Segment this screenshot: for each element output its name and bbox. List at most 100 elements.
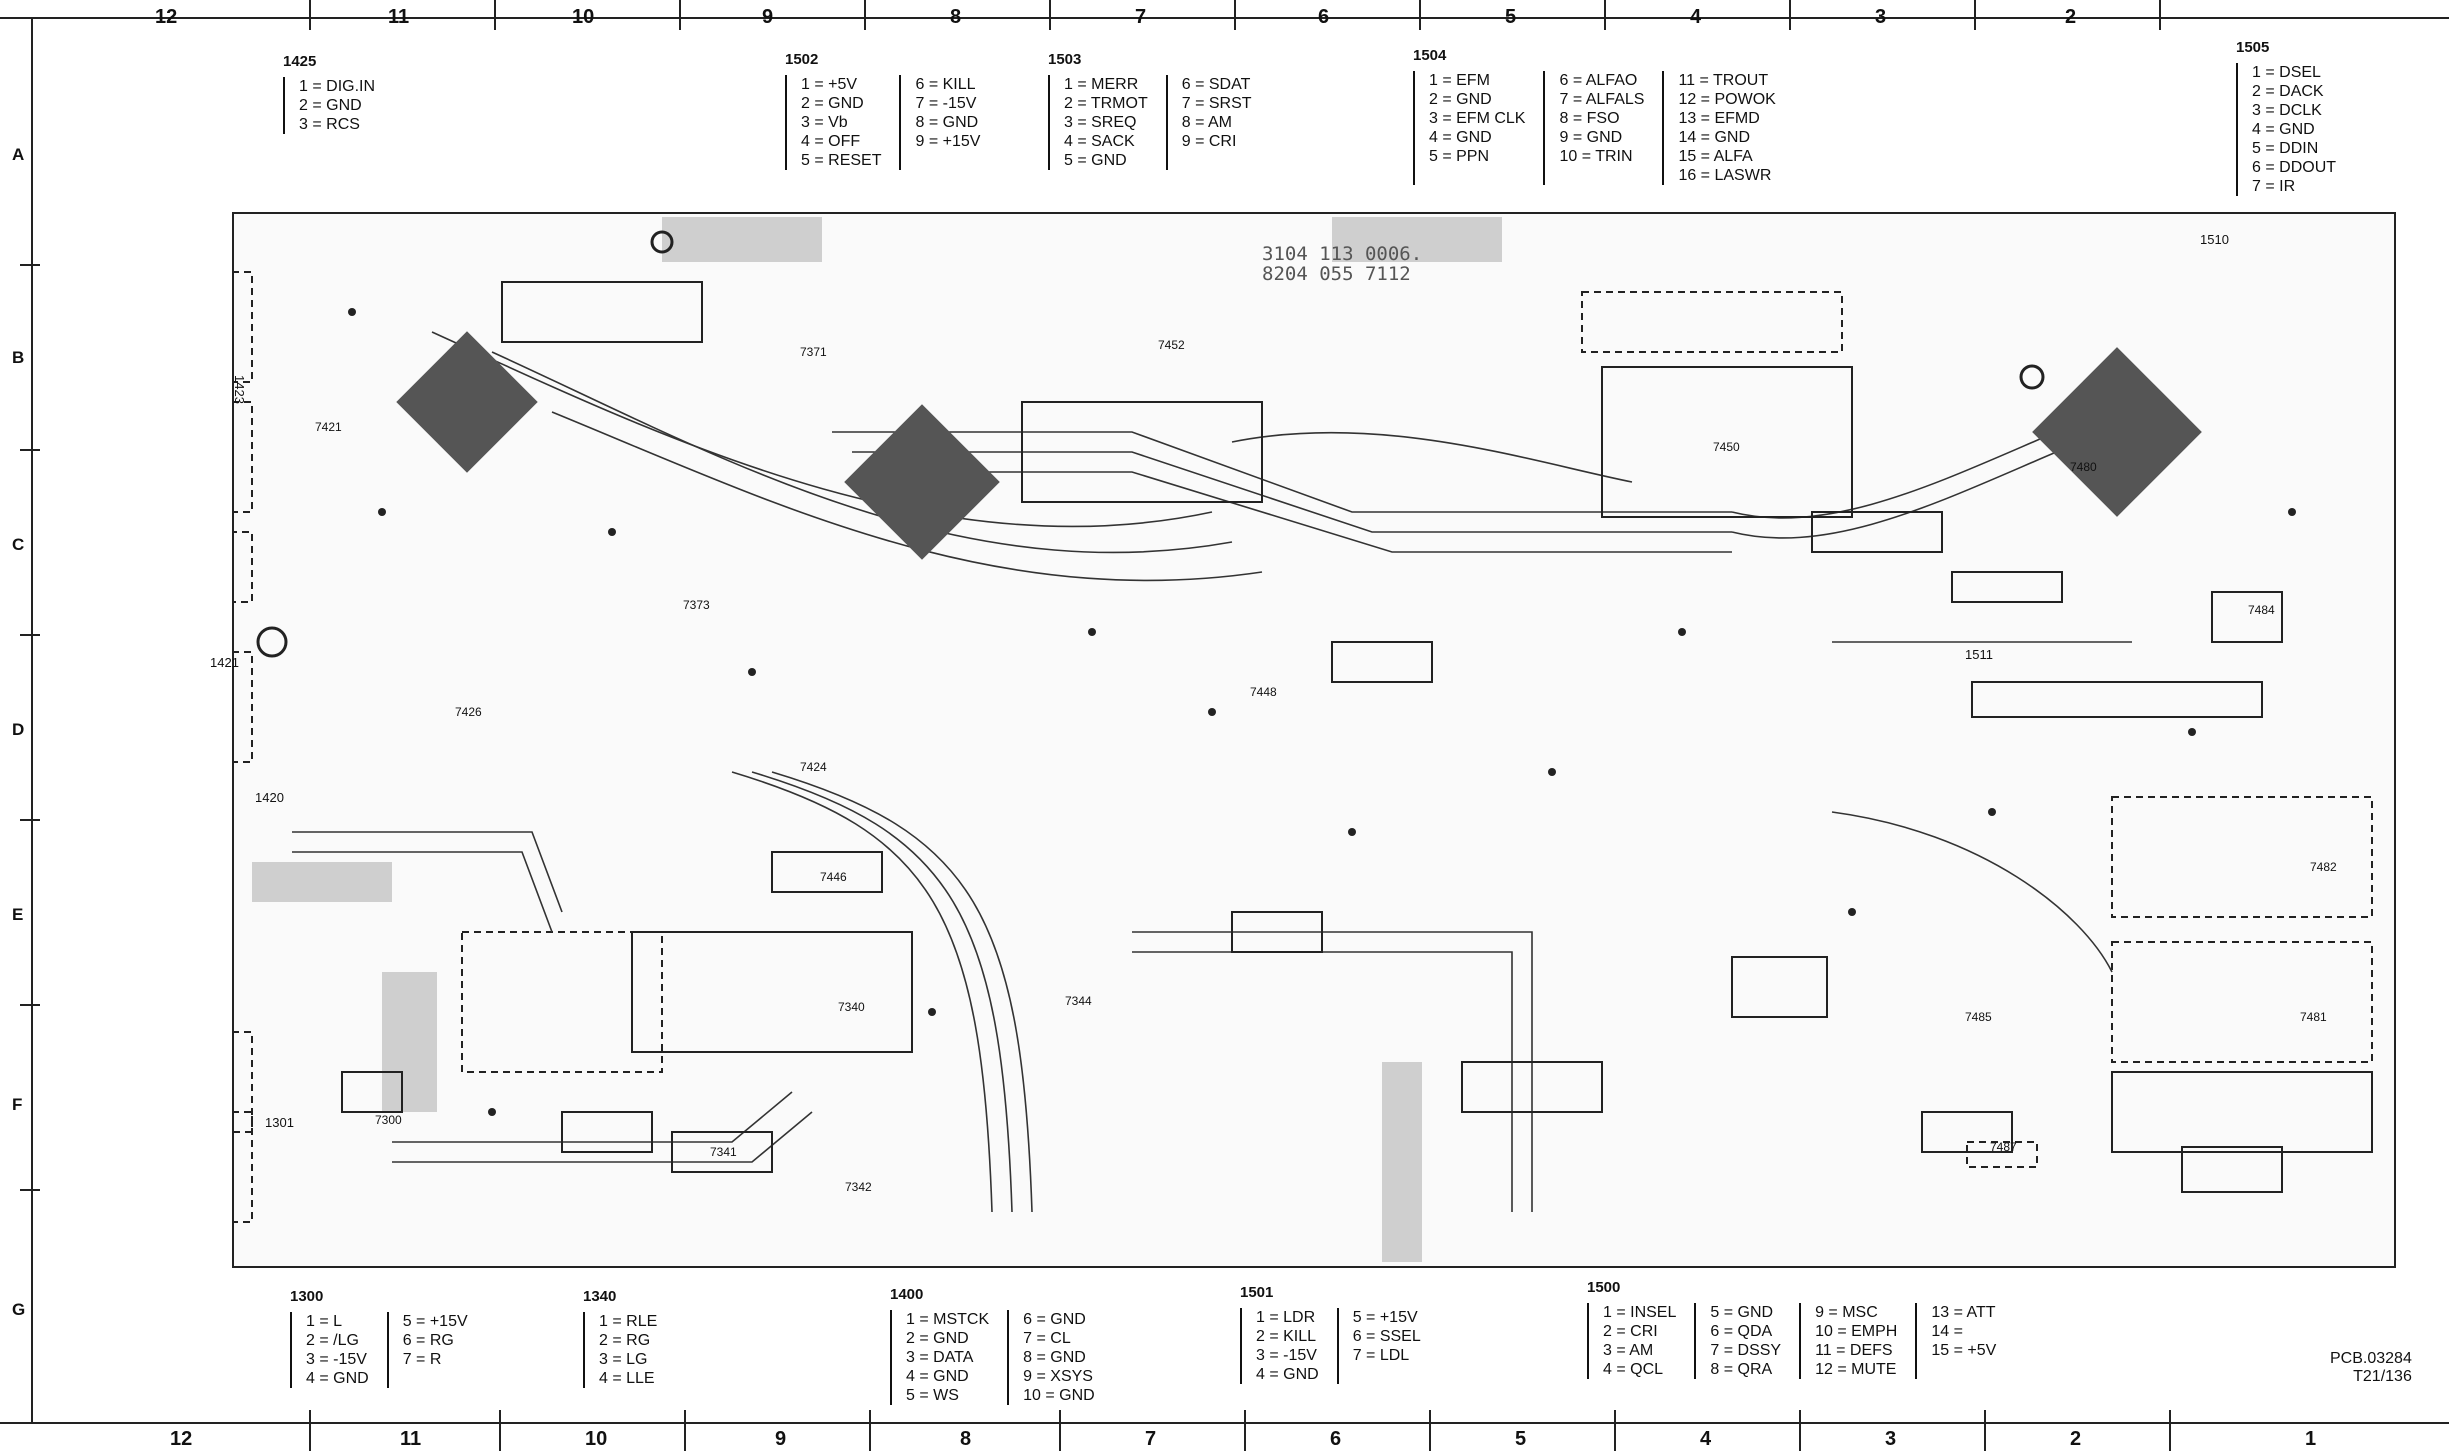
grid-number: 9 [775, 1428, 787, 1450]
connector-id: 1510 [2200, 232, 2229, 247]
pin-label: 7 = ALFALS [1559, 91, 1645, 108]
pin-label: 5 = +15V [402, 1313, 468, 1330]
pin-label: 1 = DSEL [2252, 64, 2321, 81]
grid-number: 11 [388, 6, 410, 28]
grid-number: 12 [170, 1428, 193, 1450]
pin-label: 13 = ATT [1931, 1304, 1996, 1321]
pin-label: 1 = INSEL [1603, 1304, 1677, 1321]
ic-label: 7448 [1250, 685, 1277, 699]
ic-label: 7452 [1158, 338, 1185, 352]
pin-label: 3 = LG [599, 1351, 648, 1368]
pin-label: 9 = CRI [1181, 133, 1237, 150]
grid-number: 5 [1505, 6, 1517, 28]
pin-label: 5 = RESET [801, 152, 882, 169]
connector-id: 1300 [290, 1288, 324, 1305]
pin-label: 12 = POWOK [1678, 91, 1776, 108]
connector-id: 1502 [785, 51, 819, 68]
pin-label: 14 = [1931, 1323, 1963, 1340]
pcb-ref-line2: T21/136 [2353, 1368, 2412, 1385]
pin-label: 3 = SREQ [1064, 114, 1137, 131]
pin-label: 1 = L [306, 1313, 343, 1330]
pin-label: 2 = GND [1429, 91, 1492, 108]
ic-label: 7484 [2248, 603, 2275, 617]
pcb-artwork [232, 217, 2373, 1262]
pin-label: 7 = DSSY [1710, 1342, 1782, 1359]
pin-label: 6 = SSEL [1352, 1328, 1421, 1345]
ic-label: 7373 [683, 598, 710, 612]
ic-label: 7426 [455, 705, 482, 719]
pin-label: 1 = MERR [1064, 76, 1139, 93]
ic-label: 7482 [2310, 860, 2337, 874]
ic-label: 7341 [710, 1145, 737, 1159]
grid-number: 7 [1135, 6, 1147, 28]
connector-1400-table: 1400 1 = MSTCK 2 = GND 3 = DATA 4 = GND … [890, 1285, 1095, 1405]
pin-label: 2 = GND [299, 97, 362, 114]
pin-label: 1 = LDR [1256, 1309, 1316, 1326]
pin-label: 6 = ALFAO [1559, 72, 1638, 89]
connector-id: 1400 [890, 1286, 924, 1303]
connector-1505-table: 1505 1 = DSEL 2 = DACK 3 = DCLK 4 = GND … [2236, 38, 2336, 196]
ic-label: 7424 [800, 760, 827, 774]
pin-label: 5 = +15V [1352, 1309, 1418, 1326]
grid-number: 3 [1885, 1428, 1897, 1450]
pin-label: 4 = GND [1429, 129, 1492, 146]
ic-label: 7450 [1713, 440, 1740, 454]
pin-label: 2 = CRI [1603, 1323, 1658, 1340]
pin-label: 6 = SDAT [1181, 76, 1251, 93]
pin-label: 9 = GND [1559, 129, 1623, 146]
connector-1500-table: 1500 1 = INSEL 2 = CRI 3 = AM 4 = QCL 5 … [1587, 1278, 1996, 1379]
grid-number: 2 [2065, 6, 2077, 28]
connector-1425-table: 1425 1 = DIG.IN 2 = GND 3 = RCS [283, 52, 375, 134]
connector-1501-table: 1501 1 = LDR 2 = KILL 3 = -15V 4 = GND 5… [1240, 1283, 1421, 1384]
pin-label: 4 = SACK [1064, 133, 1135, 150]
pin-label: 3 = -15V [306, 1351, 367, 1368]
grid-letter: F [12, 1095, 23, 1114]
pin-label: 2 = GND [801, 95, 864, 112]
pin-label: 2 = TRMOT [1064, 95, 1148, 112]
ic-label: 7342 [845, 1180, 872, 1194]
grid-number: 8 [950, 6, 962, 28]
pin-label: 7 = CL [1023, 1330, 1071, 1347]
pin-label: 2 = /LG [306, 1332, 359, 1349]
pin-label: 14 = GND [1678, 129, 1751, 146]
pin-label: 4 = GND [2252, 121, 2315, 138]
connector-id: 1511 [1965, 647, 1993, 662]
ic-label: 7480 [2070, 460, 2097, 474]
grid-number: 9 [762, 6, 774, 28]
pin-label: 6 = QDA [1710, 1323, 1773, 1340]
pin-label: 13 = EFMD [1678, 110, 1760, 127]
ic-label: 7344 [1065, 994, 1092, 1008]
grid-number: 7 [1145, 1428, 1157, 1450]
grid-number: 12 [155, 6, 178, 28]
pin-label: 5 = PPN [1429, 148, 1490, 165]
board-stamp-line2: 8204 055 7112 [1262, 263, 1411, 285]
connector-id: 1500 [1587, 1279, 1621, 1296]
grid-number: 10 [585, 1428, 608, 1450]
pin-label: 8 = QRA [1710, 1361, 1773, 1378]
grid-number: 4 [1700, 1428, 1712, 1450]
pin-label: 10 = EMPH [1815, 1323, 1898, 1340]
connector-id: 1503 [1048, 51, 1082, 68]
pin-label: 3 = RCS [299, 116, 360, 133]
pin-label: 8 = GND [915, 114, 979, 131]
pin-label: 3 = Vb [801, 114, 848, 131]
pin-label: 2 = GND [906, 1330, 969, 1347]
pin-label: 2 = DACK [2252, 83, 2324, 100]
pin-label: 10 = TRIN [1559, 148, 1633, 165]
connector-id: 1421 [210, 655, 239, 670]
pin-label: 8 = GND [1023, 1349, 1086, 1366]
grid-letter: C [12, 535, 25, 554]
pin-label: 1 = EFM [1429, 72, 1490, 89]
pin-label: 5 = WS [906, 1387, 959, 1404]
pin-label: 7 = R [402, 1351, 442, 1368]
pin-label: 7 = LDL [1352, 1347, 1410, 1364]
pin-label: 9 = +15V [915, 133, 981, 150]
pin-label: 4 = QCL [1603, 1361, 1664, 1378]
grid-number: 6 [1318, 6, 1330, 28]
pin-label: 6 = KILL [915, 76, 976, 93]
pin-label: 8 = AM [1181, 114, 1232, 131]
grid-letter: A [12, 145, 25, 164]
grid-number: 2 [2070, 1428, 2082, 1450]
grid-number: 1 [2305, 1428, 2317, 1450]
